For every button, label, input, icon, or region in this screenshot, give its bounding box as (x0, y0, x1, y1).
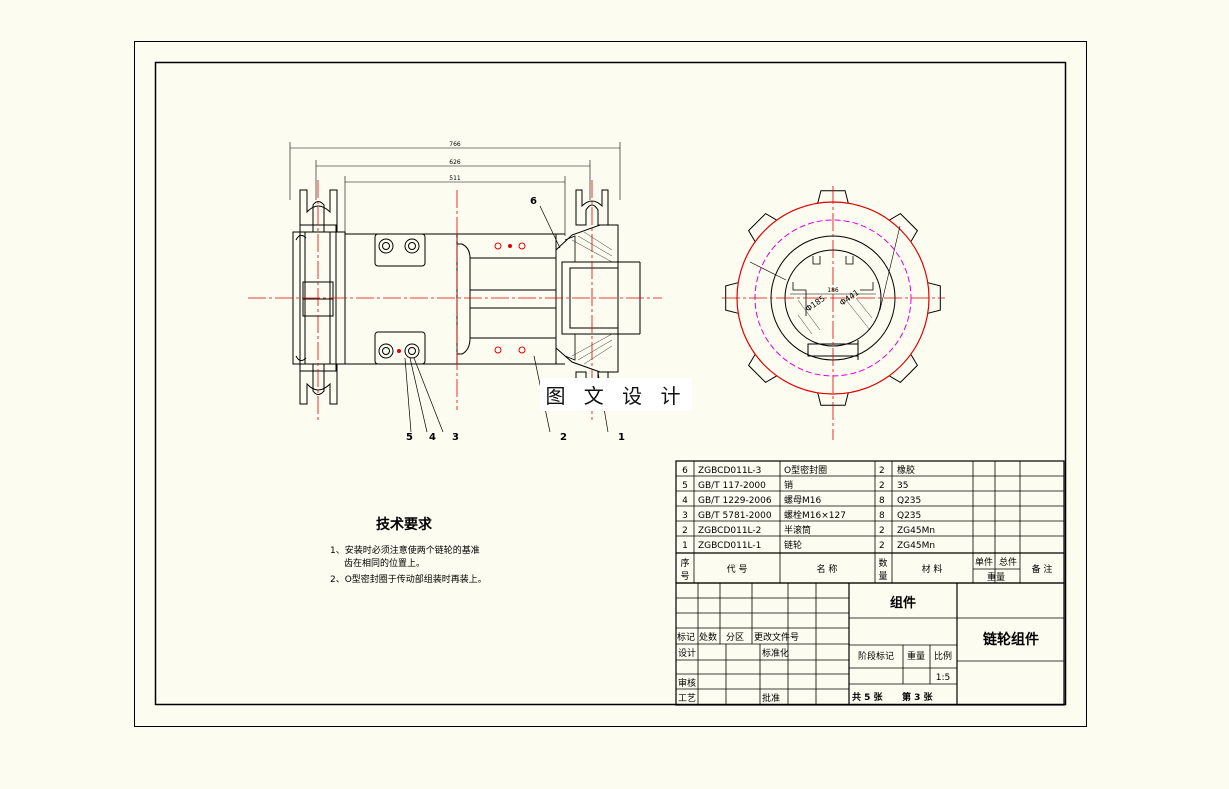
parts-cell-material: 35 (897, 481, 908, 491)
parts-cell-name: 半滚筒 (784, 524, 811, 536)
parts-cell-name: O型密封圈 (784, 464, 827, 476)
parts-cell-name: 螺母M16 (784, 495, 821, 506)
change-doc-label: 更改文件号 (754, 631, 799, 643)
parts-cell-material: ZG45Mn (897, 541, 935, 551)
tech-item-2: 2、O型密封圈于传动部组装时再装上。 (330, 573, 487, 585)
parts-cell-no: 1 (682, 541, 688, 551)
weight-label: 重量 (907, 650, 925, 662)
bolt-heads (378, 238, 420, 359)
drum-body (344, 233, 565, 365)
mark-label: 标记 (677, 631, 695, 643)
parts-cell-no: 6 (682, 466, 688, 476)
side-view (722, 186, 945, 440)
balloon-3: 3 (452, 432, 459, 443)
watermark-text: 图 文 设 计 (545, 384, 687, 408)
hdr-weight: 重量 (987, 571, 1005, 583)
tech-item-1-cont: 齿在相同的位置上。 (344, 557, 425, 569)
review-label: 审核 (678, 677, 696, 689)
balloon-4: 4 (429, 432, 436, 443)
parts-cell-no: 2 (682, 526, 688, 536)
parts-cell-qty: 2 (879, 466, 885, 476)
tech-requirements: 技术要求 1、安装时必须注意使两个链轮的基准 齿在相同的位置上。 2、O型密封圈… (330, 516, 487, 585)
sprocket-tooth (888, 212, 919, 243)
dim-overall: 766 (449, 141, 461, 148)
assembly-label: 组件 (890, 595, 916, 611)
parts-cell-name: 销 (784, 479, 793, 491)
parts-cell-material: 橡胶 (897, 464, 915, 476)
hdr-total-weight: 总件 (999, 556, 1017, 568)
parts-cell-name: 链轮 (784, 539, 802, 551)
parts-cell-qty: 8 (879, 511, 885, 521)
zone-label: 分区 (726, 632, 744, 643)
parts-cell-qty: 8 (879, 496, 885, 506)
parts-cell-name: 螺栓M16×127 (784, 509, 846, 521)
standardize-label: 标准化 (762, 647, 789, 659)
hdr-no-a: 序 (680, 557, 689, 569)
hdr-unit-weight: 单件 (975, 556, 993, 568)
hdr-remark: 备 注 (1032, 563, 1053, 575)
dim-center: 186 (827, 287, 839, 294)
parts-cell-material: Q235 (897, 511, 921, 521)
parts-header: 序 号 代 号 名 称 数 量 材 料 单件 总件 重量 备 注 (680, 556, 1052, 583)
parts-cell-material: ZG45Mn (897, 526, 935, 536)
design-label: 设计 (678, 647, 696, 659)
tech-title: 技术要求 (376, 516, 433, 533)
parts-cell-code: GB/T 1229-2006 (698, 496, 772, 506)
title-block (675, 582, 1065, 706)
dimension-lines (289, 142, 621, 236)
inner-border (154, 61, 1067, 706)
side-view-labels: 186 Φ185 Φ441 (804, 287, 861, 314)
front-view-labels: 766 626 511 1 2 3 4 5 6 (406, 141, 625, 443)
tech-item-1: 1、安装时必须注意使两个链轮的基准 (330, 544, 480, 556)
pin-holes (397, 242, 526, 354)
balloon-6: 6 (530, 196, 537, 207)
hdr-no-b: 号 (680, 571, 689, 582)
right-sprocket (555, 189, 641, 405)
parts-cell-code: ZGBCD011L-1 (698, 541, 761, 551)
count-label: 处数 (699, 631, 717, 643)
sheet-number: 第 3 张 (902, 691, 934, 703)
parts-cell-code: ZGBCD011L-3 (698, 466, 761, 476)
dim-bore: Φ185 (804, 294, 827, 314)
hdr-qty-b: 量 (878, 571, 887, 582)
drawing-name: 链轮组件 (983, 631, 1039, 648)
side-centerlines (722, 186, 945, 440)
scale-label: 比例 (934, 650, 952, 662)
parts-cell-qty: 2 (879, 541, 885, 551)
hdr-code: 代 号 (727, 564, 748, 575)
total-sheets: 共 5 张 (852, 691, 884, 703)
balloon-2: 2 (560, 432, 567, 443)
parts-cell-code: ZGBCD011L-2 (698, 526, 761, 536)
scale-value: 1:5 (936, 673, 950, 683)
approve-label: 批准 (762, 692, 780, 704)
stage-label: 阶段标记 (858, 650, 894, 662)
parts-cell-no: 5 (682, 481, 688, 491)
process-label: 工艺 (678, 693, 696, 704)
hdr-name: 名 称 (817, 563, 838, 575)
sprocket-tooth (747, 212, 778, 243)
dim-inner: 511 (449, 175, 461, 182)
parts-cell-qty: 2 (879, 526, 885, 536)
sprocket-tooth (747, 353, 778, 384)
balloon-1: 1 (618, 432, 625, 443)
parts-cell-code: GB/T 5781-2000 (698, 511, 772, 521)
parts-cell-no: 4 (682, 496, 688, 506)
front-view (248, 142, 662, 433)
title-block-labels: 组件 链轮组件 标记 处数 分区 更改文件号 设计 标准化 审核 工艺 批准 阶… (677, 595, 1039, 704)
parts-cell-qty: 2 (879, 481, 885, 491)
outer-border (134, 41, 1087, 727)
dim-middle: 626 (449, 159, 461, 166)
hdr-qty-a: 数 (878, 557, 887, 569)
left-sprocket (292, 189, 346, 405)
parts-cell-no: 3 (682, 511, 688, 521)
sprocket-tooth (888, 353, 919, 384)
watermark: 图 文 设 计 (540, 378, 692, 411)
hdr-material: 材 料 (922, 563, 943, 575)
parts-cell-material: Q235 (897, 496, 921, 506)
parts-cell-code: GB/T 117-2000 (698, 481, 766, 491)
balloon-5: 5 (406, 432, 413, 443)
